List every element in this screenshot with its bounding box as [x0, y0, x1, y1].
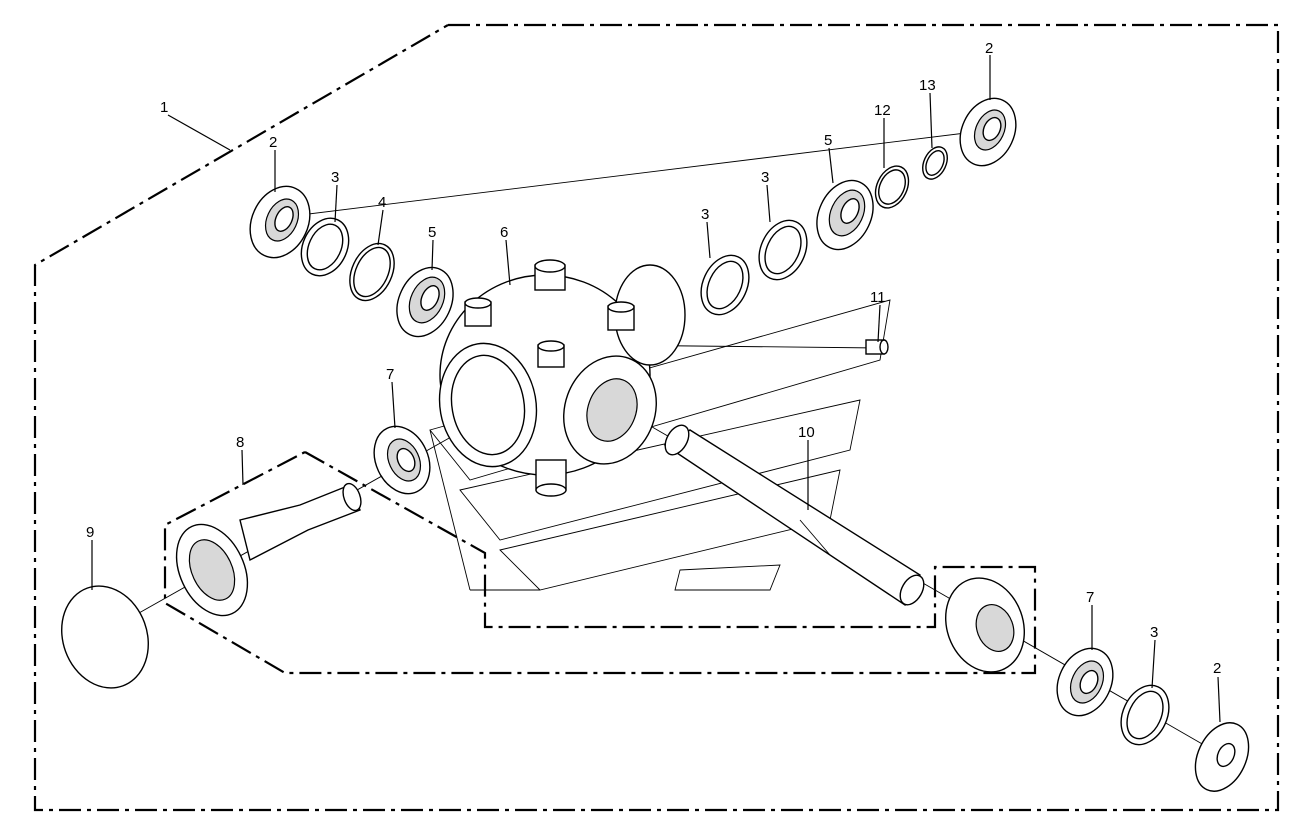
leader-lines — [91, 55, 1221, 723]
circlip-left — [300, 217, 350, 277]
callout-11: 11 — [870, 289, 886, 306]
callout-5b: 5 — [824, 132, 832, 149]
callout-2c: 2 — [1213, 660, 1221, 677]
callout-2b: 2 — [985, 40, 993, 57]
callout-7a: 7 — [386, 366, 394, 383]
seal-ring-bottom-right — [1194, 722, 1250, 792]
callout-12: 12 — [874, 102, 891, 119]
circlip-center-b — [758, 219, 808, 281]
callout-3d: 3 — [1150, 624, 1158, 641]
callout-10: 10 — [798, 424, 815, 441]
pinion-subassembly-boundary — [163, 451, 1037, 675]
cap — [61, 585, 149, 689]
bearing-right — [816, 179, 874, 251]
callout-1: 1 — [160, 99, 168, 116]
snap-ring-right — [922, 146, 948, 180]
bearing-left — [396, 266, 454, 338]
callout-9: 9 — [86, 524, 94, 541]
assembly-boundary — [33, 23, 1280, 812]
shim-ring-right — [874, 165, 910, 209]
circlip-output — [1120, 684, 1170, 746]
callout-3b: 3 — [701, 206, 709, 223]
bearing-input — [373, 425, 431, 495]
callout-8: 8 — [236, 434, 244, 451]
seal-ring-top-right — [959, 97, 1017, 167]
circlip-center-a — [700, 254, 750, 316]
callout-3a: 3 — [331, 169, 339, 186]
callout-6: 6 — [500, 224, 508, 241]
bearing-output — [1056, 647, 1114, 717]
callout-3c: 3 — [761, 169, 769, 186]
plug — [865, 339, 889, 355]
pinion-shaft — [175, 482, 362, 617]
seal-ring-left — [249, 185, 311, 259]
shim-ring — [349, 242, 395, 302]
gearbox-housing — [438, 259, 686, 497]
callout-7b: 7 — [1086, 589, 1094, 606]
callout-2a: 2 — [269, 134, 277, 151]
callout-4: 4 — [378, 194, 386, 211]
background-logo-outline — [429, 299, 891, 591]
callout-13: 13 — [919, 77, 936, 94]
bevel-gear-right — [944, 577, 1026, 673]
output-shaft — [663, 424, 925, 607]
callout-5a: 5 — [428, 224, 436, 241]
